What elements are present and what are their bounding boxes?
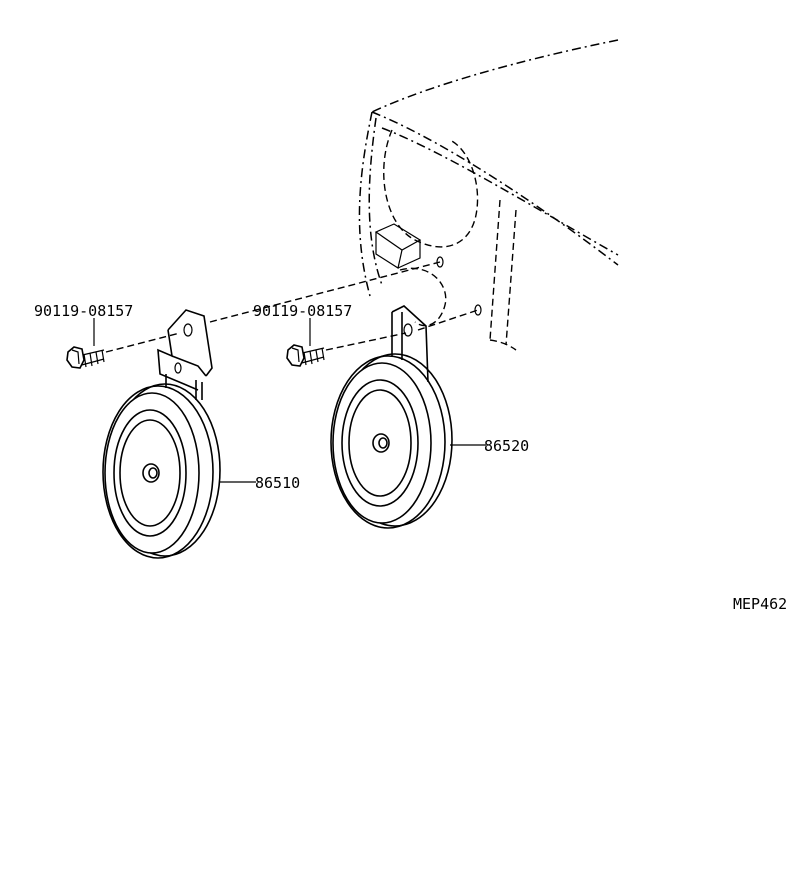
callout-leaders — [93, 318, 486, 483]
figure-code: MEP462 — [733, 595, 787, 613]
horn-low-part-number: 86510 — [255, 474, 300, 492]
horn-86510 — [102, 309, 221, 559]
bolt-left-icon — [66, 346, 105, 369]
body-mount-bracket — [374, 223, 482, 327]
vehicle-body-outline — [358, 39, 619, 351]
bolt-left-part-number: 90119-08157 — [34, 302, 133, 320]
bolt-right-icon — [286, 344, 325, 367]
bolt-right-part-number: 90119-08157 — [253, 302, 352, 320]
horn-high-part-number: 86520 — [484, 437, 529, 455]
horn-86520 — [330, 305, 453, 529]
